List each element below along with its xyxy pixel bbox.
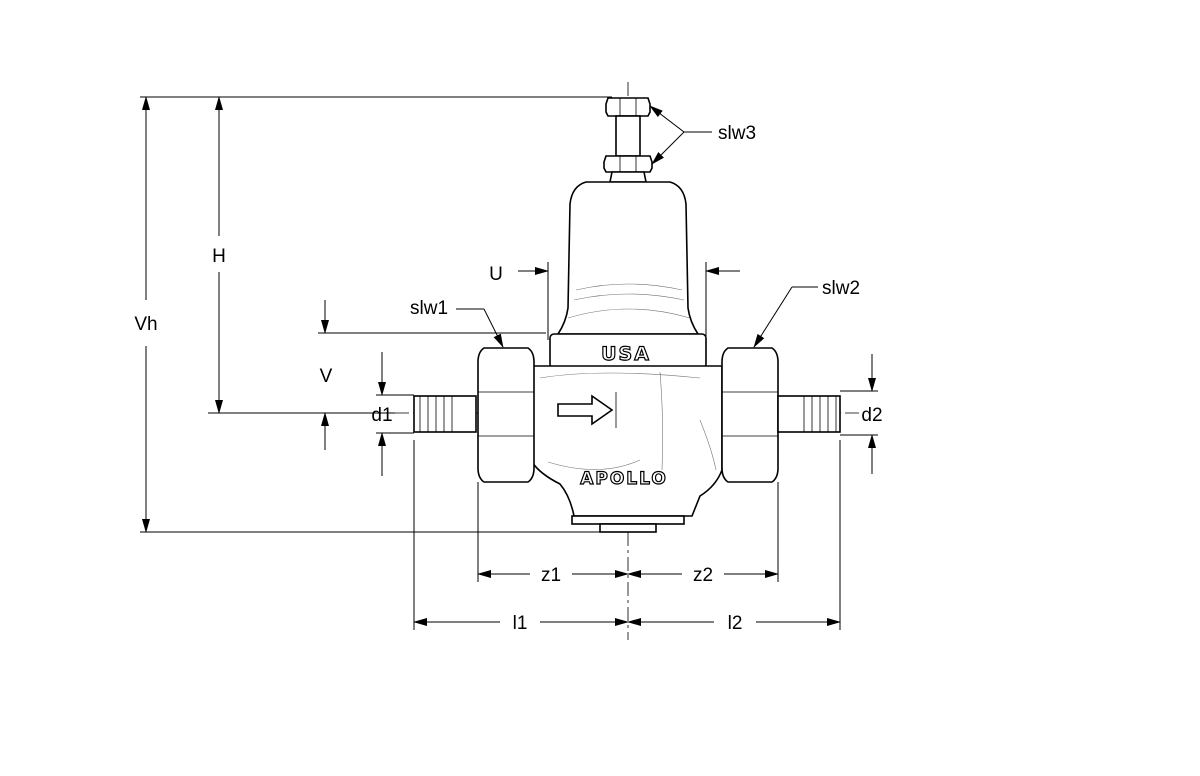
usa-marking: USA <box>601 343 651 365</box>
label-h: H <box>212 246 226 267</box>
label-z2: z2 <box>693 565 713 586</box>
left-union-fitting <box>413 347 535 483</box>
dimension-h: H <box>208 96 395 414</box>
apollo-marking: APOLLO <box>580 469 668 489</box>
dimension-u: U <box>489 262 740 340</box>
valve-body <box>531 97 723 533</box>
dimension-v: V <box>318 300 546 450</box>
label-z1: z1 <box>541 565 561 586</box>
dimension-d2: d2 <box>840 354 883 474</box>
dimension-vh: Vh <box>134 96 612 533</box>
label-vh: Vh <box>134 314 157 335</box>
dimension-l: l1 l2 <box>413 440 841 634</box>
label-l2: l2 <box>728 613 743 634</box>
label-l1: l1 <box>513 613 528 634</box>
leader-slw1: slw1 <box>410 298 504 348</box>
label-slw3: slw3 <box>718 123 756 144</box>
label-u: U <box>489 264 503 285</box>
right-union-fitting <box>721 347 841 483</box>
dimension-d1: d1 <box>371 352 414 476</box>
dimension-z: z1 z2 <box>477 482 779 586</box>
leader-slw2: slw2 <box>753 278 860 348</box>
label-d1: d1 <box>371 405 392 426</box>
label-d2: d2 <box>861 405 882 426</box>
label-slw1: slw1 <box>410 298 448 319</box>
label-slw2: slw2 <box>822 278 860 299</box>
leader-slw3: slw3 <box>649 105 756 165</box>
label-v: V <box>320 366 333 387</box>
